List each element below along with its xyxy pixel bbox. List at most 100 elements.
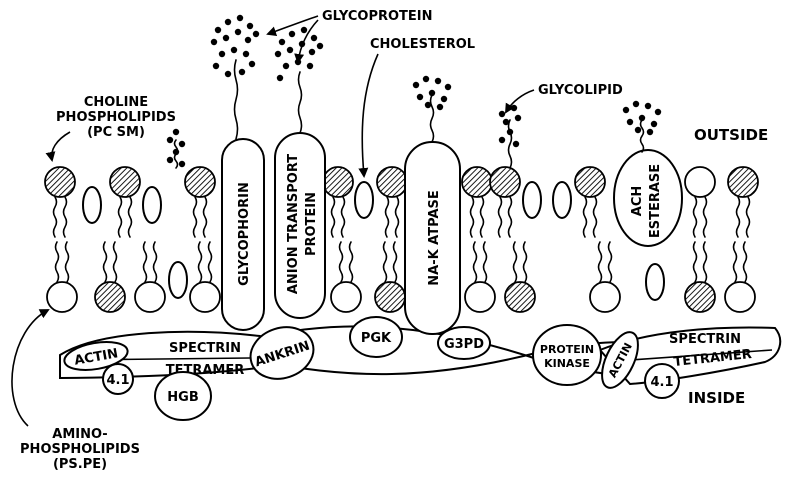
outer-phospholipid xyxy=(575,167,605,237)
lipid-tail xyxy=(499,197,502,237)
ach-esterase-label-2: ESTERASE xyxy=(648,164,663,238)
na-k-atpase-sugar-chain xyxy=(413,76,451,142)
sugar-residue xyxy=(219,51,225,57)
sugar-residue xyxy=(655,109,661,115)
sugar-residue xyxy=(513,141,519,147)
lipid-tail xyxy=(509,197,512,237)
spectrin-left-label: SPECTRIN xyxy=(169,341,241,356)
lipid-tail xyxy=(396,197,399,237)
lipid-tail xyxy=(114,242,117,282)
phospholipid-head xyxy=(190,282,220,312)
band-4-1-right-label: 4.1 xyxy=(650,375,673,390)
glycoprotein-label: GLYCOPROTEIN xyxy=(322,9,433,24)
lipid-tail xyxy=(54,197,57,237)
sugar-residue xyxy=(277,75,283,81)
sugar-residue xyxy=(445,84,451,90)
sugar-residue xyxy=(179,141,185,147)
phospholipid-head xyxy=(728,167,758,197)
phospholipid-head xyxy=(185,167,215,197)
sugar-residue xyxy=(179,161,185,167)
phospholipid-head xyxy=(465,282,495,312)
sugar-residue xyxy=(309,49,315,55)
sugar-stem xyxy=(641,120,644,152)
lipid-tail xyxy=(744,242,747,282)
lipid-tail xyxy=(154,242,157,282)
g3pd-label: G3PD xyxy=(444,337,484,352)
anion-transport-label-1: ANION TRANSPORT xyxy=(286,154,301,294)
lipid-tail xyxy=(484,242,487,282)
lipid-tail xyxy=(194,197,197,237)
inner-phospholipid xyxy=(725,242,755,312)
lipid-tail xyxy=(747,197,750,237)
sugar-residue xyxy=(213,63,219,69)
lipid-tail xyxy=(342,197,345,237)
sugar-residue xyxy=(311,35,317,41)
sugar-residue xyxy=(279,39,285,45)
glycolipid-label: GLYCOLIPID xyxy=(538,83,623,98)
choline-label-3: (PC SM) xyxy=(87,125,145,140)
sugar-residue xyxy=(647,129,653,135)
amino-label-2: PHOSPHOLIPIDS xyxy=(20,442,140,457)
lipid-tail xyxy=(204,197,207,237)
lipid-tail xyxy=(384,242,387,282)
inner-phospholipid xyxy=(685,242,715,312)
sugar-residue xyxy=(425,102,431,108)
phospholipid-head xyxy=(725,282,755,312)
lipid-tail xyxy=(704,242,707,282)
anion-transport-label-2: PROTEIN xyxy=(304,192,319,256)
cholesterol-1 xyxy=(83,187,101,223)
lipid-tail xyxy=(694,197,697,237)
outer-phospholipid xyxy=(728,167,758,237)
ach-esterase-sugar-chain xyxy=(623,101,661,152)
inner-phospholipid xyxy=(135,242,165,312)
sugar-residue xyxy=(167,157,173,163)
cytoskeleton: ACTIN SPECTRIN TETRAMER 4.1 HGB PGK G3PD… xyxy=(60,317,780,420)
outer-phospholipid xyxy=(490,167,520,237)
na-k-atpase-label: NA-K ATPASE xyxy=(427,190,442,286)
sugar-residue xyxy=(507,129,513,135)
lipid-tail xyxy=(737,197,740,237)
outer-phospholipid xyxy=(110,167,140,237)
lipid-tail xyxy=(386,197,389,237)
sugar-residue xyxy=(289,31,295,37)
lipid-tail xyxy=(144,242,147,282)
inner-phospholipid xyxy=(95,242,125,312)
inside-label: INSIDE xyxy=(688,389,745,407)
sugar-residue xyxy=(275,51,281,57)
sugar-residue xyxy=(437,104,443,110)
ach-esterase-label-1: ACH xyxy=(630,186,645,216)
sugar-residue xyxy=(623,107,629,113)
inner-phospholipid xyxy=(375,242,405,312)
sugar-residue xyxy=(435,78,441,84)
lipid-tail xyxy=(199,242,202,282)
lipid-tail xyxy=(394,242,397,282)
cholesterol-4 xyxy=(523,182,541,218)
lipid-tail xyxy=(704,197,707,237)
sugar-stem xyxy=(509,120,512,168)
lipid-tail xyxy=(474,242,477,282)
sugar-residue xyxy=(499,111,505,117)
sugar-stem xyxy=(235,60,238,139)
lipid-tail xyxy=(332,197,335,237)
sugar-residue xyxy=(511,105,517,111)
sugar-residue xyxy=(417,94,423,100)
sugar-residue xyxy=(645,103,651,109)
lipid-tail xyxy=(104,242,107,282)
outer-phospholipid xyxy=(377,167,407,237)
sugar-stem xyxy=(299,72,302,133)
phospholipid-head xyxy=(323,167,353,197)
band-4-1-left-label: 4.1 xyxy=(106,373,129,388)
phospholipid-head xyxy=(462,167,492,197)
cholesterol-6 xyxy=(169,262,187,298)
lipid-tail xyxy=(524,242,527,282)
sugar-residue xyxy=(503,119,509,125)
phospholipid-head xyxy=(135,282,165,312)
sugar-residue xyxy=(231,47,237,53)
sugar-residue xyxy=(253,31,259,37)
inner-phospholipid xyxy=(190,242,220,312)
sugar-residue xyxy=(225,19,231,25)
lipid-tail xyxy=(481,197,484,237)
outside-label: OUTSIDE xyxy=(694,126,768,144)
outer-phospholipid xyxy=(685,167,715,237)
